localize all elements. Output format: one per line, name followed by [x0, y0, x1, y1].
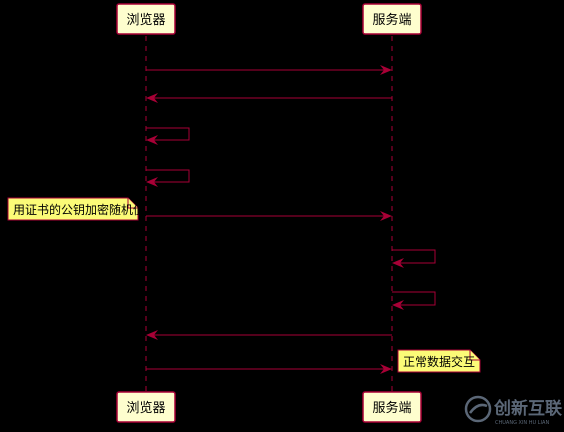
message-1-browser-to-server	[146, 65, 392, 75]
participant-browser-bottom: 浏览器	[116, 391, 176, 423]
watermark-brand: 创新互联	[493, 398, 562, 419]
participant-browser-bottom-label: 浏览器	[126, 400, 165, 416]
note-encrypt-random: 用证书的公钥加密随机值	[7, 197, 145, 221]
message-7-server-self	[392, 291, 436, 310]
participant-server-top-label: 服务端	[372, 12, 411, 28]
message-2-server-to-browser	[146, 93, 392, 103]
watermark-logo: 创新互联 CHUANG XIN HU LIAN	[464, 395, 562, 426]
watermark-logo-icon	[464, 395, 492, 423]
message-9-browser-to-server	[146, 364, 392, 374]
message-3-browser-self	[146, 127, 190, 145]
participant-server-bottom: 服务端	[362, 391, 422, 423]
message-5-browser-to-server	[146, 211, 392, 221]
message-4-browser-self	[146, 169, 190, 187]
watermark-logo-swoosh	[468, 403, 488, 414]
message-6-server-self	[392, 249, 436, 268]
participant-browser-top: 浏览器	[116, 3, 176, 35]
message-8-server-to-browser	[146, 330, 392, 340]
participant-server-top: 服务端	[362, 3, 422, 35]
participant-server-bottom-label: 服务端	[372, 400, 411, 416]
note-normal-exchange: 正常数据交互	[397, 349, 481, 373]
note-encrypt-random-text: 用证书的公钥加密随机值	[13, 202, 145, 217]
participant-browser-top-label: 浏览器	[126, 12, 165, 28]
watermark-sub: CHUANG XIN HU LIAN	[495, 420, 549, 426]
note-normal-exchange-text: 正常数据交互	[403, 354, 475, 369]
